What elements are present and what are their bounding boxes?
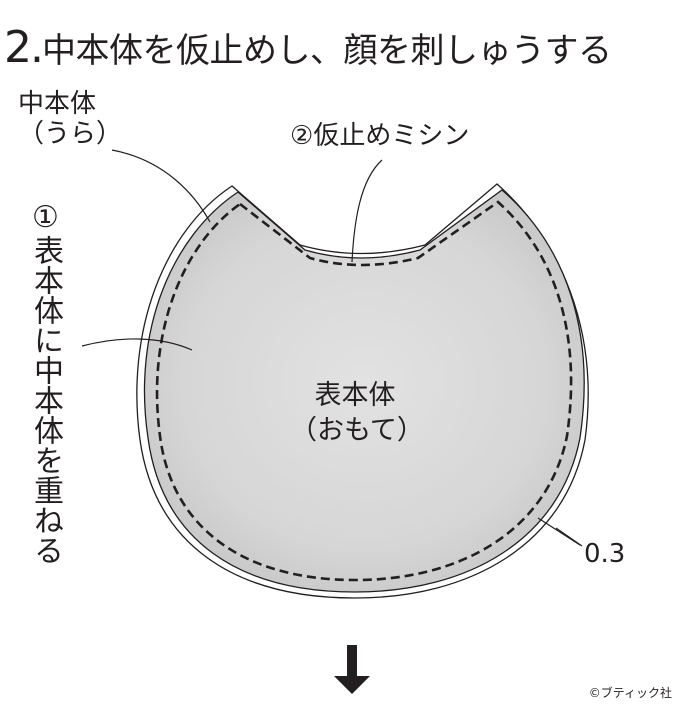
- label-step2: ②仮止めミシン: [290, 121, 470, 152]
- step1-text: 表本体に中本体を重ねる: [28, 235, 63, 565]
- leader-seam-allowance-2: [555, 527, 583, 547]
- leader-overlay: [81, 338, 193, 351]
- down-arrow-icon: [334, 645, 370, 694]
- outer-body-shape: [143, 189, 585, 593]
- label-outer-body: 表本体 （おもて）: [290, 378, 424, 448]
- stitch-line: [155, 200, 573, 582]
- label-inner-body: 中本体 （うら）: [18, 89, 123, 150]
- leader-inner-body: [111, 149, 211, 223]
- leader-seam-allowance-1: [537, 517, 581, 546]
- seam-allowance-label: 0.3: [584, 539, 626, 569]
- step-number: 2.: [4, 22, 44, 73]
- label-outer-body-side: （おもて）: [290, 415, 424, 447]
- label-inner-body-side: （うら）: [18, 118, 123, 149]
- copyright-credit: ©ブティック社: [588, 686, 672, 700]
- page-title: 2.中本体を仮止めし、顔を刺しゅうする: [4, 26, 612, 71]
- label-inner-body-name: 中本体: [18, 89, 97, 119]
- step1-number: ①: [28, 200, 63, 235]
- step-title: 中本体を仮止めし、顔を刺しゅうする: [41, 31, 612, 71]
- label-outer-body-name: 表本体: [314, 380, 396, 411]
- label-step1: ①表本体に中本体を重ねる: [20, 200, 63, 565]
- step2-number: ②: [290, 121, 314, 151]
- leader-stitch: [351, 159, 383, 263]
- step2-text: 仮止めミシン: [313, 121, 470, 151]
